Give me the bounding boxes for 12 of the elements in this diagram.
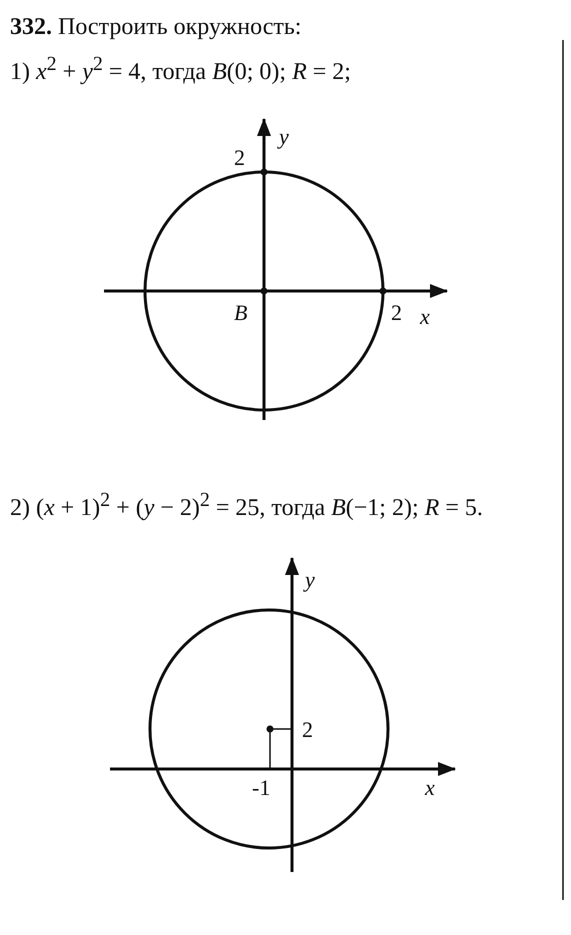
axis-label: y [305,568,315,592]
tick-label: 2 [302,718,313,742]
problem-statement: 1) x$^{2}$ + y$^{2}$ = 4, тогда B(0; 0); R = 2; [10,53,351,86]
point-label: B [234,301,248,326]
tick-label: 2 [391,301,402,326]
title: 332. Построить окружность: [10,14,302,40]
axis-label: x [425,776,435,800]
problem-statement: 2) (x + 1)$^{2}$ + (y − 2)$^{2}$ = 25, тогда B(−1; 2); R = 5. [10,488,484,523]
axis-label: y [279,125,289,150]
axis-label: x [420,305,430,330]
tick-label: -1 [252,776,270,800]
tick-label: 2 [234,146,245,170]
